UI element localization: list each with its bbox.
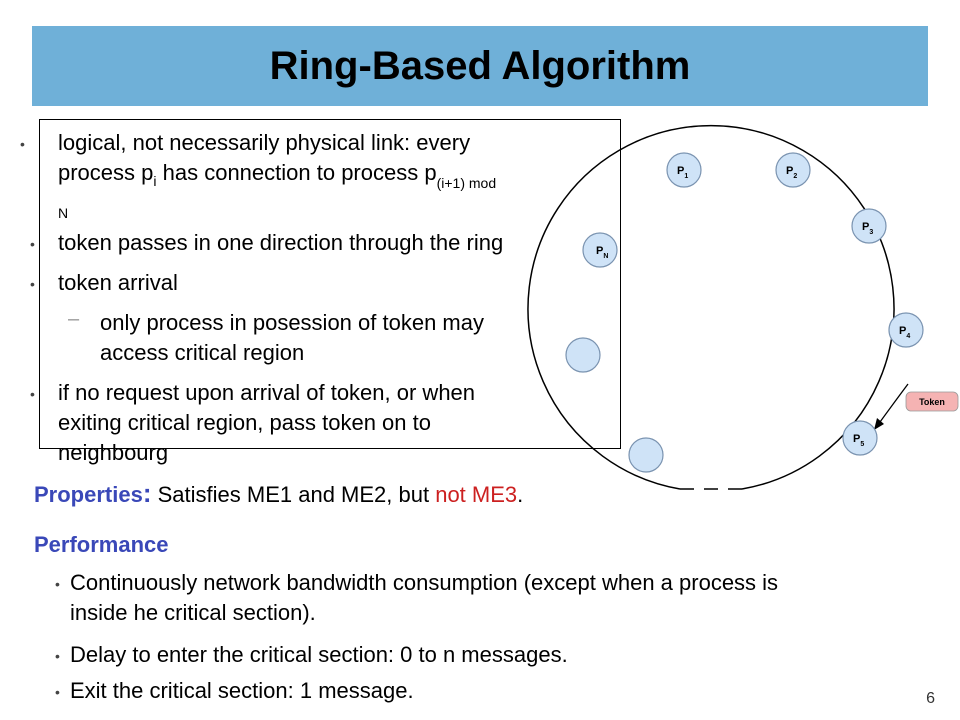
bullet-dot: • [20,136,25,152]
bullet3: token arrival [58,270,178,295]
svg-text:P4: P4 [899,325,910,340]
sub-bullet-line1: only process in posession of token may [100,310,484,335]
bullet2: token passes in one direction through th… [58,230,504,255]
bullet-dot: • [30,276,35,292]
bullet4-line1: if no request upon arrival of token, or … [58,380,476,405]
description-box [39,119,621,449]
performance-item1-line2: inside he critical section). [70,600,316,625]
node-p5: P5 [842,420,878,456]
sub-bullet-line2: access critical region [100,340,305,365]
bullet1-line1: logical, not necessarily physical link: … [58,130,471,155]
performance-item2: Delay to enter the critical section: 0 t… [70,642,568,667]
node-pn: PN [582,232,618,268]
bullet-dot: • [55,684,60,700]
bullet-dot: • [30,236,35,252]
performance-item1-line1: Continuously network bandwidth consumpti… [70,570,779,595]
performance-item3: Exit the critical section: 1 message. [70,678,414,703]
properties-line: Properties: Satisfies ME1 and ME2, but n… [34,478,524,508]
svg-text:PN: PN [596,245,608,260]
ring-path [527,124,895,490]
token-label: Token [919,397,945,407]
performance-heading: Performance [34,532,169,557]
node-unlabeled-2 [628,437,664,473]
title-bar: Ring-Based Algorithm [32,26,928,106]
bullet4-line2: exiting critical region, pass token on t… [58,410,431,435]
bullet-dot: • [30,386,35,402]
svg-text:P1: P1 [677,165,688,180]
page-number: 6 [926,690,935,707]
node-p3: P3 [851,208,887,244]
bullet-dot: • [55,648,60,664]
bullet1-line3: N [58,205,69,221]
svg-text:P3: P3 [862,221,873,236]
bullet1-line2: process pi has connection to process p(i… [58,160,497,191]
token-arrowhead [874,418,884,430]
svg-text:P2: P2 [786,165,797,180]
token-badge [905,391,959,412]
token-arrow [879,383,909,423]
sub-bullet-dash: – [68,308,80,330]
node-unlabeled-1 [565,337,601,373]
bullet-dot: • [55,576,60,592]
node-p2: P2 [775,152,811,188]
svg-text:P5: P5 [853,433,864,448]
slide-title: Ring-Based Algorithm [269,44,691,88]
node-p1: P1 [666,152,702,188]
bullet4-line3: neighbourg [58,440,169,465]
node-p4: P4 [888,312,924,348]
